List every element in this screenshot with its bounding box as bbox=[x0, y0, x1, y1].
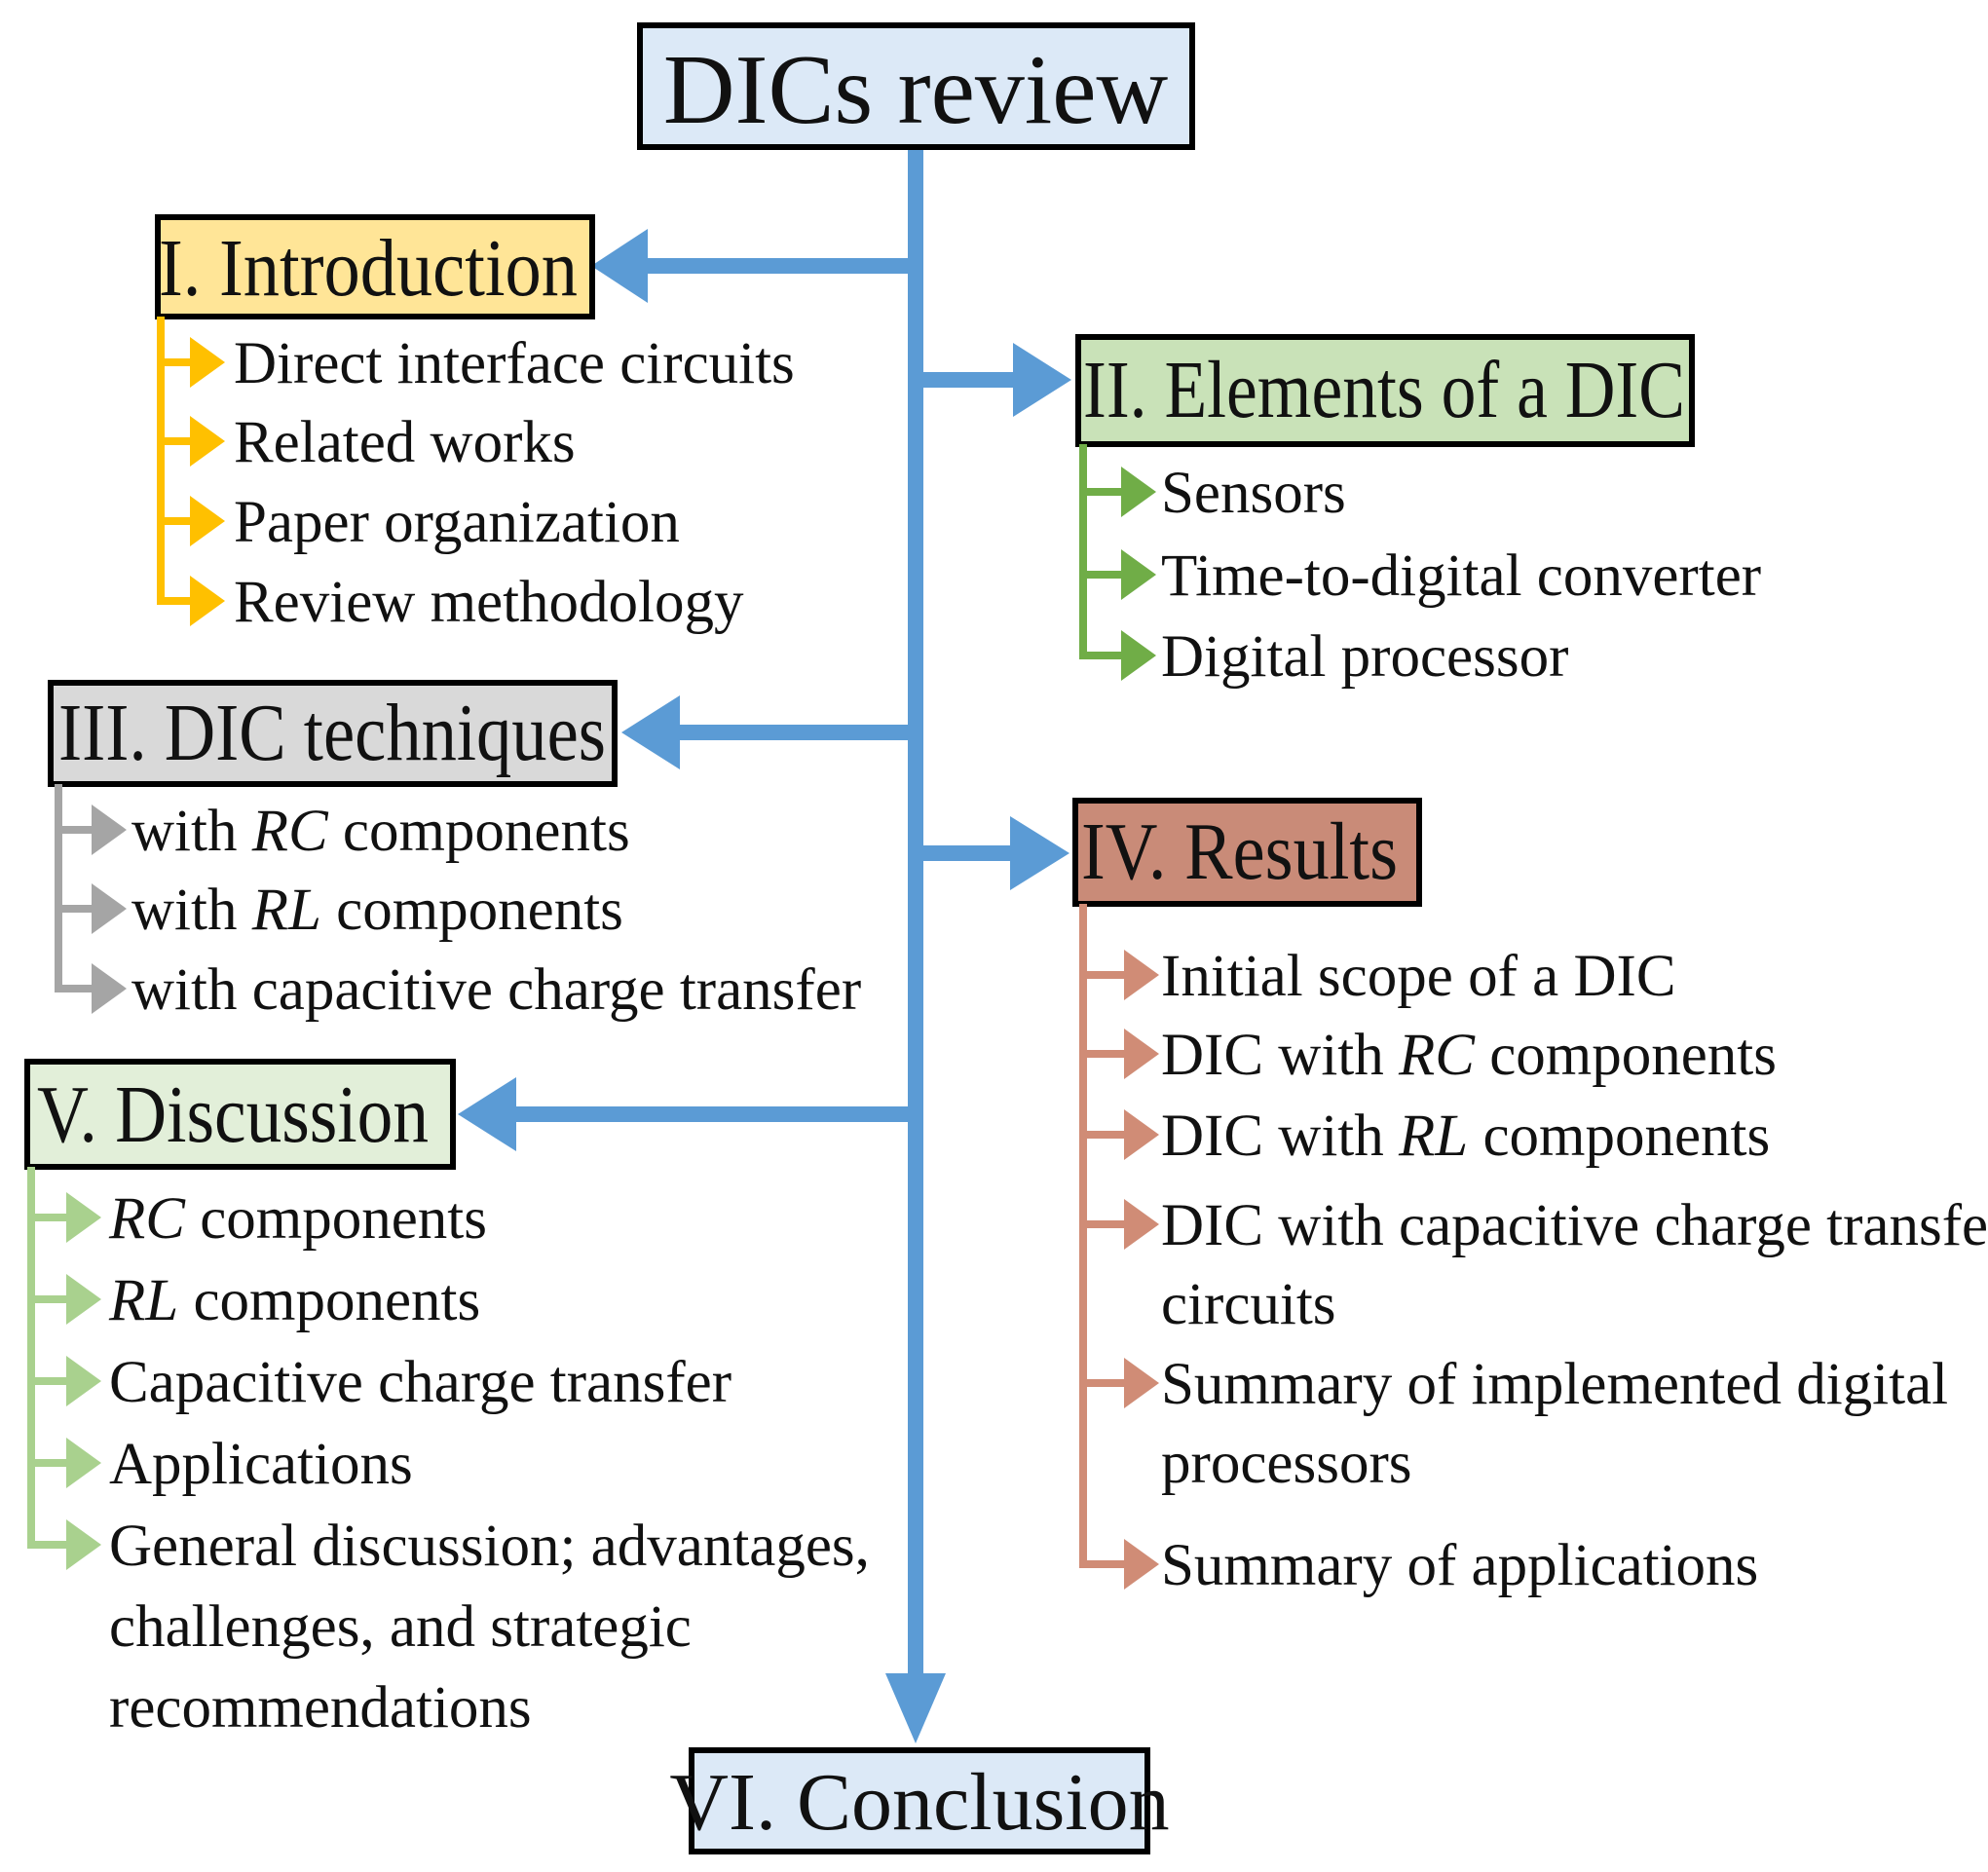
results-item-label: DIC with RL components bbox=[1161, 1104, 1770, 1169]
section-results: IV. Results Initial scope of a DIC DIC wi… bbox=[1072, 798, 1988, 1598]
discussion-item-label: recommendations bbox=[109, 1675, 532, 1741]
results-item-label: Initial scope of a DIC bbox=[1161, 944, 1676, 1009]
discussion-item-label: challenges, and strategic bbox=[109, 1594, 692, 1660]
techniques-item-label: with RC components bbox=[131, 799, 630, 864]
section-techniques: III. DIC techniques with RC componentswi… bbox=[48, 680, 861, 1023]
root-node: DICs review bbox=[637, 22, 1195, 150]
results-items: Initial scope of a DIC DIC with RC compon… bbox=[1079, 904, 1988, 1598]
conclusion-node: VI. Conclusion bbox=[669, 1747, 1170, 1854]
elements-title: II. Elements of a DIC bbox=[1083, 345, 1685, 435]
section-elements: II. Elements of a DIC SensorsTime-to-dig… bbox=[1075, 334, 1761, 690]
elements-item-arrow-icon bbox=[1121, 549, 1156, 600]
results-title: IV. Results bbox=[1081, 806, 1398, 897]
results-item-arrow-icon bbox=[1124, 1539, 1159, 1590]
elements-item-arrow-icon bbox=[1121, 630, 1156, 681]
discussion-item-arrow-icon bbox=[66, 1274, 101, 1325]
techniques-items: with RC components with RL components with… bbox=[55, 784, 861, 1023]
introduction-item-label: Paper organization bbox=[234, 490, 680, 555]
introduction-box bbox=[155, 214, 595, 319]
techniques-item-arrow-icon bbox=[92, 805, 127, 855]
discussion-item-arrow-icon bbox=[66, 1356, 101, 1406]
introduction-item-arrow-icon bbox=[190, 576, 225, 626]
branch-discussion-arrowhead bbox=[458, 1077, 516, 1151]
results-item-label: circuits bbox=[1161, 1272, 1336, 1337]
branch-introduction-arrowhead bbox=[591, 229, 648, 303]
root-title: DICs review bbox=[663, 35, 1169, 145]
introduction-title: I. Introduction bbox=[159, 223, 578, 314]
branch-elements-arrowhead bbox=[1013, 343, 1071, 417]
introduction-item-label: Related works bbox=[234, 410, 576, 475]
discussion-box bbox=[24, 1059, 456, 1170]
results-item-label: Summary of implemented digital bbox=[1161, 1352, 1948, 1417]
discussion-item-label: RC components bbox=[108, 1186, 487, 1252]
conclusion-box bbox=[689, 1747, 1150, 1854]
results-box bbox=[1072, 798, 1422, 907]
results-item-arrow-icon bbox=[1124, 1109, 1159, 1160]
elements-item-arrow-icon bbox=[1121, 467, 1156, 517]
elements-box bbox=[1075, 334, 1695, 447]
discussion-item-label: Capacitive charge transfer bbox=[109, 1350, 731, 1415]
elements-item-label: Digital processor bbox=[1161, 624, 1568, 690]
trunk-arrowhead bbox=[885, 1673, 946, 1743]
introduction-item-arrow-icon bbox=[190, 416, 225, 467]
techniques-item-label: with RL components bbox=[131, 878, 623, 943]
discussion-item-label: General discussion; advantages, bbox=[109, 1514, 870, 1579]
introduction-item-arrow-icon bbox=[190, 337, 225, 388]
discussion-title: V. Discussion bbox=[37, 1069, 429, 1160]
discussion-item-arrow-icon bbox=[66, 1519, 101, 1570]
results-item-arrow-icon bbox=[1124, 1199, 1159, 1250]
branch-techniques-arrowhead bbox=[621, 695, 680, 769]
discussion-item-arrow-icon bbox=[66, 1438, 101, 1488]
root-box bbox=[637, 22, 1195, 150]
conclusion-title: VI. Conclusion bbox=[669, 1757, 1169, 1848]
techniques-title: III. DIC techniques bbox=[58, 688, 606, 778]
introduction-item-label: Review methodology bbox=[234, 570, 744, 635]
elements-item-label: Sensors bbox=[1161, 461, 1346, 526]
results-item-label: DIC with capacitive charge transfer bbox=[1161, 1193, 1988, 1258]
results-item-label: Summary of applications bbox=[1161, 1533, 1758, 1598]
trunk-connectors bbox=[458, 146, 1071, 1743]
introduction-item-arrow-icon bbox=[190, 496, 225, 546]
section-discussion: V. Discussion RC components RL components… bbox=[24, 1059, 870, 1741]
branch-results-arrowhead bbox=[1010, 816, 1069, 890]
results-item-arrow-icon bbox=[1124, 1358, 1159, 1408]
results-item-label: processors bbox=[1161, 1431, 1412, 1496]
techniques-item-arrow-icon bbox=[92, 883, 127, 934]
elements-item-label: Time-to-digital converter bbox=[1161, 543, 1761, 609]
techniques-item-arrow-icon bbox=[92, 963, 127, 1014]
introduction-item-label: Direct interface circuits bbox=[234, 331, 795, 396]
results-item-arrow-icon bbox=[1124, 950, 1159, 1000]
discussion-item-arrow-icon bbox=[66, 1192, 101, 1243]
results-item-label: DIC with RC components bbox=[1161, 1023, 1777, 1088]
section-introduction: I. Introduction Direct interface circuit… bbox=[155, 214, 795, 635]
results-item-arrow-icon bbox=[1124, 1029, 1159, 1079]
techniques-box bbox=[48, 680, 618, 787]
discussion-item-label: RL components bbox=[108, 1268, 480, 1333]
discussion-item-label: Applications bbox=[109, 1432, 413, 1497]
techniques-item-label: with capacitive charge transfer bbox=[131, 957, 861, 1023]
